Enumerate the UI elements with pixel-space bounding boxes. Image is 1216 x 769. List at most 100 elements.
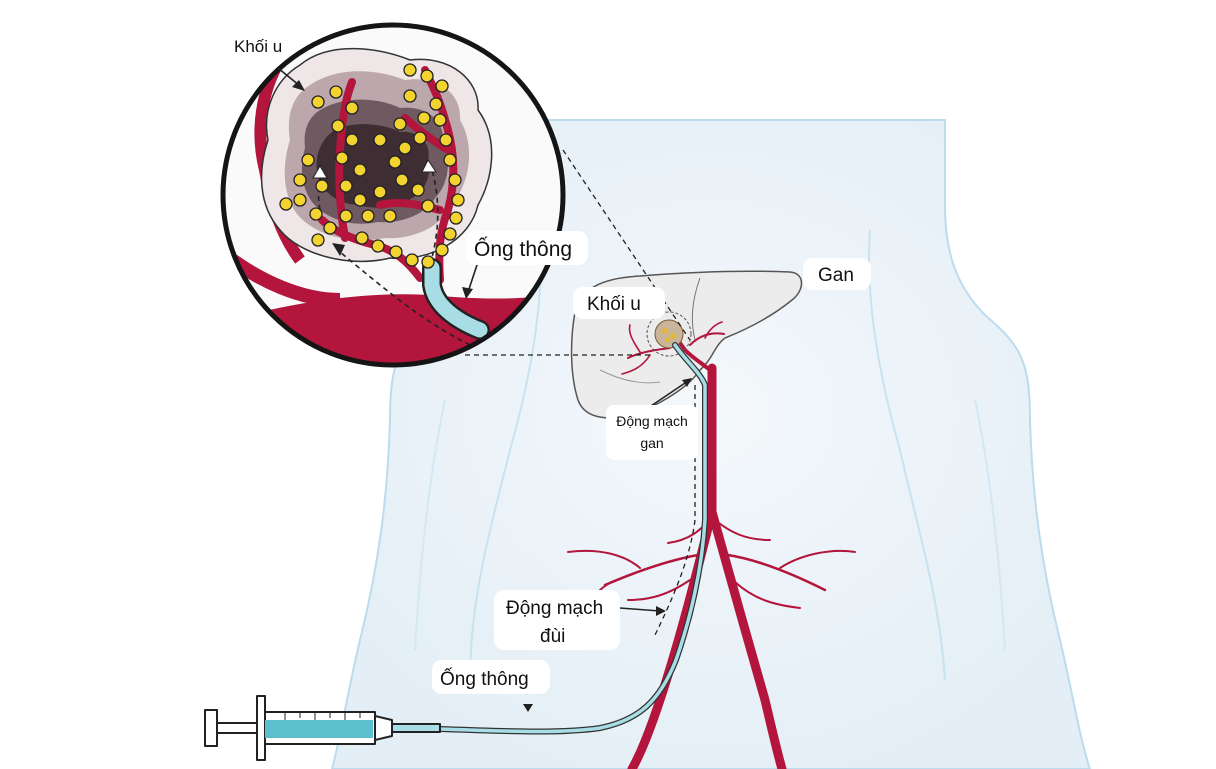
label-bg [494, 590, 620, 650]
embolic-bead [388, 155, 402, 169]
barrel-liquid [265, 720, 373, 738]
zoom-frame [220, 22, 566, 368]
zoom-artery-main [230, 290, 563, 365]
embolic-bead [315, 179, 329, 193]
embolic-bead [355, 231, 369, 245]
zoom-catheter-fill [424, 260, 488, 338]
plunger-rod [216, 722, 260, 734]
embolic-bead [389, 245, 403, 259]
arm-contour-right [974, 399, 1006, 651]
label-catheter-zoom: Ống thông [474, 237, 572, 261]
catheter-body [437, 342, 708, 735]
embolic-bead [413, 131, 427, 145]
liver-tumor [646, 311, 692, 357]
label-bg [573, 287, 665, 319]
tumor-bead [670, 333, 676, 339]
label-liver: Gan [818, 265, 854, 286]
embolic-bead [393, 117, 407, 131]
label-bg [432, 660, 550, 694]
label-femoral-artery-2: đùi [540, 626, 565, 647]
embolic-bead [383, 209, 397, 223]
embolic-bead [335, 151, 349, 165]
liver-lobe-line [691, 277, 701, 341]
catheter-fill [438, 343, 707, 734]
femoral-artery-right [707, 507, 787, 769]
embolic-bead [353, 163, 367, 177]
arrowhead [462, 287, 473, 299]
embolic-bead [433, 113, 447, 127]
liver-shading [599, 369, 661, 384]
guide-lines [465, 149, 696, 636]
branch-right-1 [726, 553, 827, 592]
femoral-artery-pointer [619, 607, 661, 612]
syringe [204, 695, 441, 761]
embolic-bead [311, 95, 325, 109]
embolic-bead [311, 233, 325, 247]
embolic-bead [395, 173, 409, 187]
embolic-bead [403, 89, 417, 103]
barrel-flange [256, 695, 266, 761]
branch-left-1 [603, 553, 700, 587]
zoom-flow-arrowhead [312, 165, 328, 179]
branch-right-2 [779, 549, 856, 569]
label-hepatic-artery-2: gan [640, 435, 663, 451]
zoom-view [220, 22, 566, 368]
embolic-bead [361, 209, 375, 223]
label-catheter-body: Ống thông [440, 668, 529, 690]
barrel-ticks [284, 712, 361, 720]
embolic-beads [279, 63, 465, 269]
embolic-bead [353, 193, 367, 207]
branch-right-3 [734, 581, 801, 609]
branch-right-4 [714, 519, 771, 541]
label-hepatic-artery-1: Động mạch [616, 413, 688, 429]
embolic-bead [451, 193, 465, 207]
label-femoral-artery-1: Động mạch [506, 598, 603, 619]
tumor-bead [662, 328, 668, 334]
branch-left-3 [627, 579, 691, 601]
artery-guide-dash [654, 385, 696, 636]
zoom-flow-arrowhead [421, 159, 437, 173]
syringe-tip [374, 715, 393, 741]
arrowhead [682, 378, 692, 387]
embolic-bead [309, 207, 323, 221]
zoom-connector-top [562, 149, 691, 341]
label-tumor-zoom: Khối u [234, 37, 282, 56]
arrowhead [656, 606, 666, 616]
branch-left-2 [567, 549, 641, 569]
label-tumor-body: Khối u [587, 294, 641, 315]
embolic-bead [373, 185, 387, 199]
embolic-bead [417, 111, 431, 125]
embolic-bead [439, 133, 453, 147]
embolic-bead [293, 193, 307, 207]
embolic-bead [443, 227, 457, 241]
syringe-nozzle [391, 723, 441, 733]
embolic-bead [411, 183, 425, 197]
embolic-bead [329, 85, 343, 99]
embolic-bead [403, 63, 417, 77]
label-bg [606, 405, 698, 460]
zoom-flow-arrowhead [332, 243, 345, 256]
embolic-bead [373, 133, 387, 147]
embolic-bead [449, 211, 463, 225]
embolic-bead [448, 173, 462, 187]
arrowhead [292, 80, 305, 91]
embolic-bead [279, 197, 293, 211]
embolic-bead [301, 153, 315, 167]
embolic-bead [371, 239, 385, 253]
tumor-core [316, 124, 430, 208]
arm-contour-left [414, 399, 446, 651]
tumor-mass [654, 319, 684, 349]
embolic-bead [339, 209, 353, 223]
embolic-bead [420, 69, 434, 83]
embolic-bead [429, 97, 443, 111]
catheter-zoom-pointer [467, 261, 479, 293]
embolic-bead [421, 199, 435, 213]
body-contour-left [469, 229, 542, 681]
hepatic-branch-5 [704, 321, 723, 339]
embolic-bead [421, 255, 435, 269]
embolic-bead [435, 79, 449, 93]
embolic-bead [398, 141, 412, 155]
embolic-bead [345, 133, 359, 147]
